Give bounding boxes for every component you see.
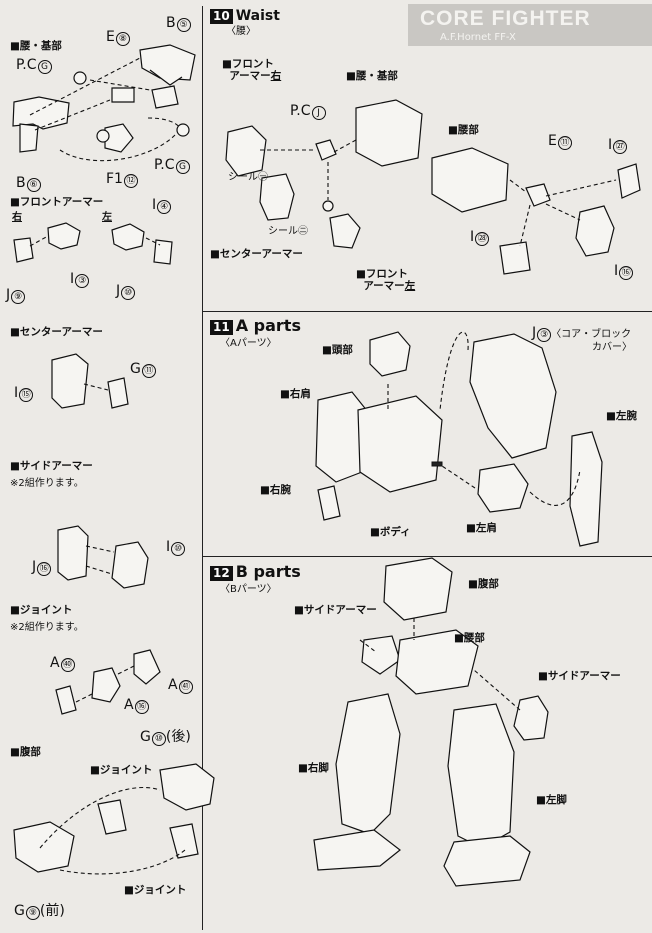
joint-note: ※2組作ります。 — [10, 622, 84, 633]
step11-right-shoulder-label: ■右肩 — [280, 388, 311, 400]
front-armor-right-mark: 右 — [12, 212, 22, 223]
step11-left-shoulder-label: ■左肩 — [466, 522, 497, 534]
step11-left-arm-label: ■左腕 — [606, 410, 637, 422]
step10-seal-b: シール㊁ — [268, 226, 308, 237]
step12-waist-label: ■腰部 — [454, 632, 485, 644]
step12-abdomen-label: ■腹部 — [468, 578, 499, 590]
step10-drawing — [225, 99, 641, 275]
center-armor-label: ■センターアーマー — [10, 326, 103, 338]
side-armor-label: ■サイドアーマー — [10, 460, 93, 472]
step11-right-arm-label: ■右腕 — [260, 484, 291, 496]
step10-front-armor-right-label: ■フロント アーマー右 — [222, 58, 282, 82]
step11-j3-note-2: カバー〉 — [592, 342, 632, 353]
front-armor-left-mark: 左 — [102, 212, 112, 223]
product-banner: CORE FIGHTER A.F.Hornet FF-X — [408, 4, 652, 46]
step12-right-leg-label: ■右脚 — [298, 762, 329, 774]
side-armor-drawing — [57, 525, 149, 589]
step11-head-label: ■頭部 — [322, 344, 353, 356]
waist-base-drawing — [12, 44, 196, 162]
front-armor-label: ■フロントアーマー — [10, 196, 104, 208]
step12-subtitle: 〈Bパーツ〉 — [220, 584, 277, 595]
step10-seal-a: シール㊀ — [228, 172, 268, 183]
step12-divider — [202, 556, 652, 557]
waist-base-label: ■腰・基部 — [10, 40, 62, 52]
center-armor-drawing — [51, 353, 129, 409]
step11-subtitle: 〈Aパーツ〉 — [220, 338, 277, 349]
banner-model: A.F.Hornet FF-X — [440, 32, 516, 43]
step11-divider — [202, 311, 652, 312]
step10-subtitle: 〈腰〉 — [226, 26, 256, 37]
step10-abdomen-label: ■腰部 — [448, 124, 479, 136]
abdomen-label: ■腹部 — [10, 746, 41, 758]
step11-drawing — [315, 331, 603, 547]
joint-drawing — [55, 649, 161, 715]
step10-waist-base-label: ■腰・基部 — [346, 70, 398, 82]
side-armor-note: ※2組作ります。 — [10, 478, 84, 489]
abdomen-drawing — [13, 763, 215, 875]
step11-body-label: ■ボディ — [370, 526, 411, 538]
step12-side-armor-right-label: ■サイドアーマー — [538, 670, 621, 682]
abdomen-joint-top-label: ■ジョイント — [90, 764, 153, 776]
front-armor-drawing — [13, 222, 173, 265]
banner-title: CORE FIGHTER — [420, 7, 591, 30]
step12-left-leg-label: ■左脚 — [536, 794, 567, 806]
step12-side-armor-left-label: ■サイドアーマー — [294, 604, 377, 616]
abdomen-joint-bottom-label: ■ジョイント — [124, 884, 187, 896]
step10-front-armor-left-label: ■フロント アーマー左 — [356, 268, 416, 292]
step12-drawing — [313, 557, 549, 887]
step10-center-armor-label: ■センターアーマー — [210, 248, 303, 260]
joint-label: ■ジョイント — [10, 604, 73, 616]
column-divider — [202, 6, 203, 930]
